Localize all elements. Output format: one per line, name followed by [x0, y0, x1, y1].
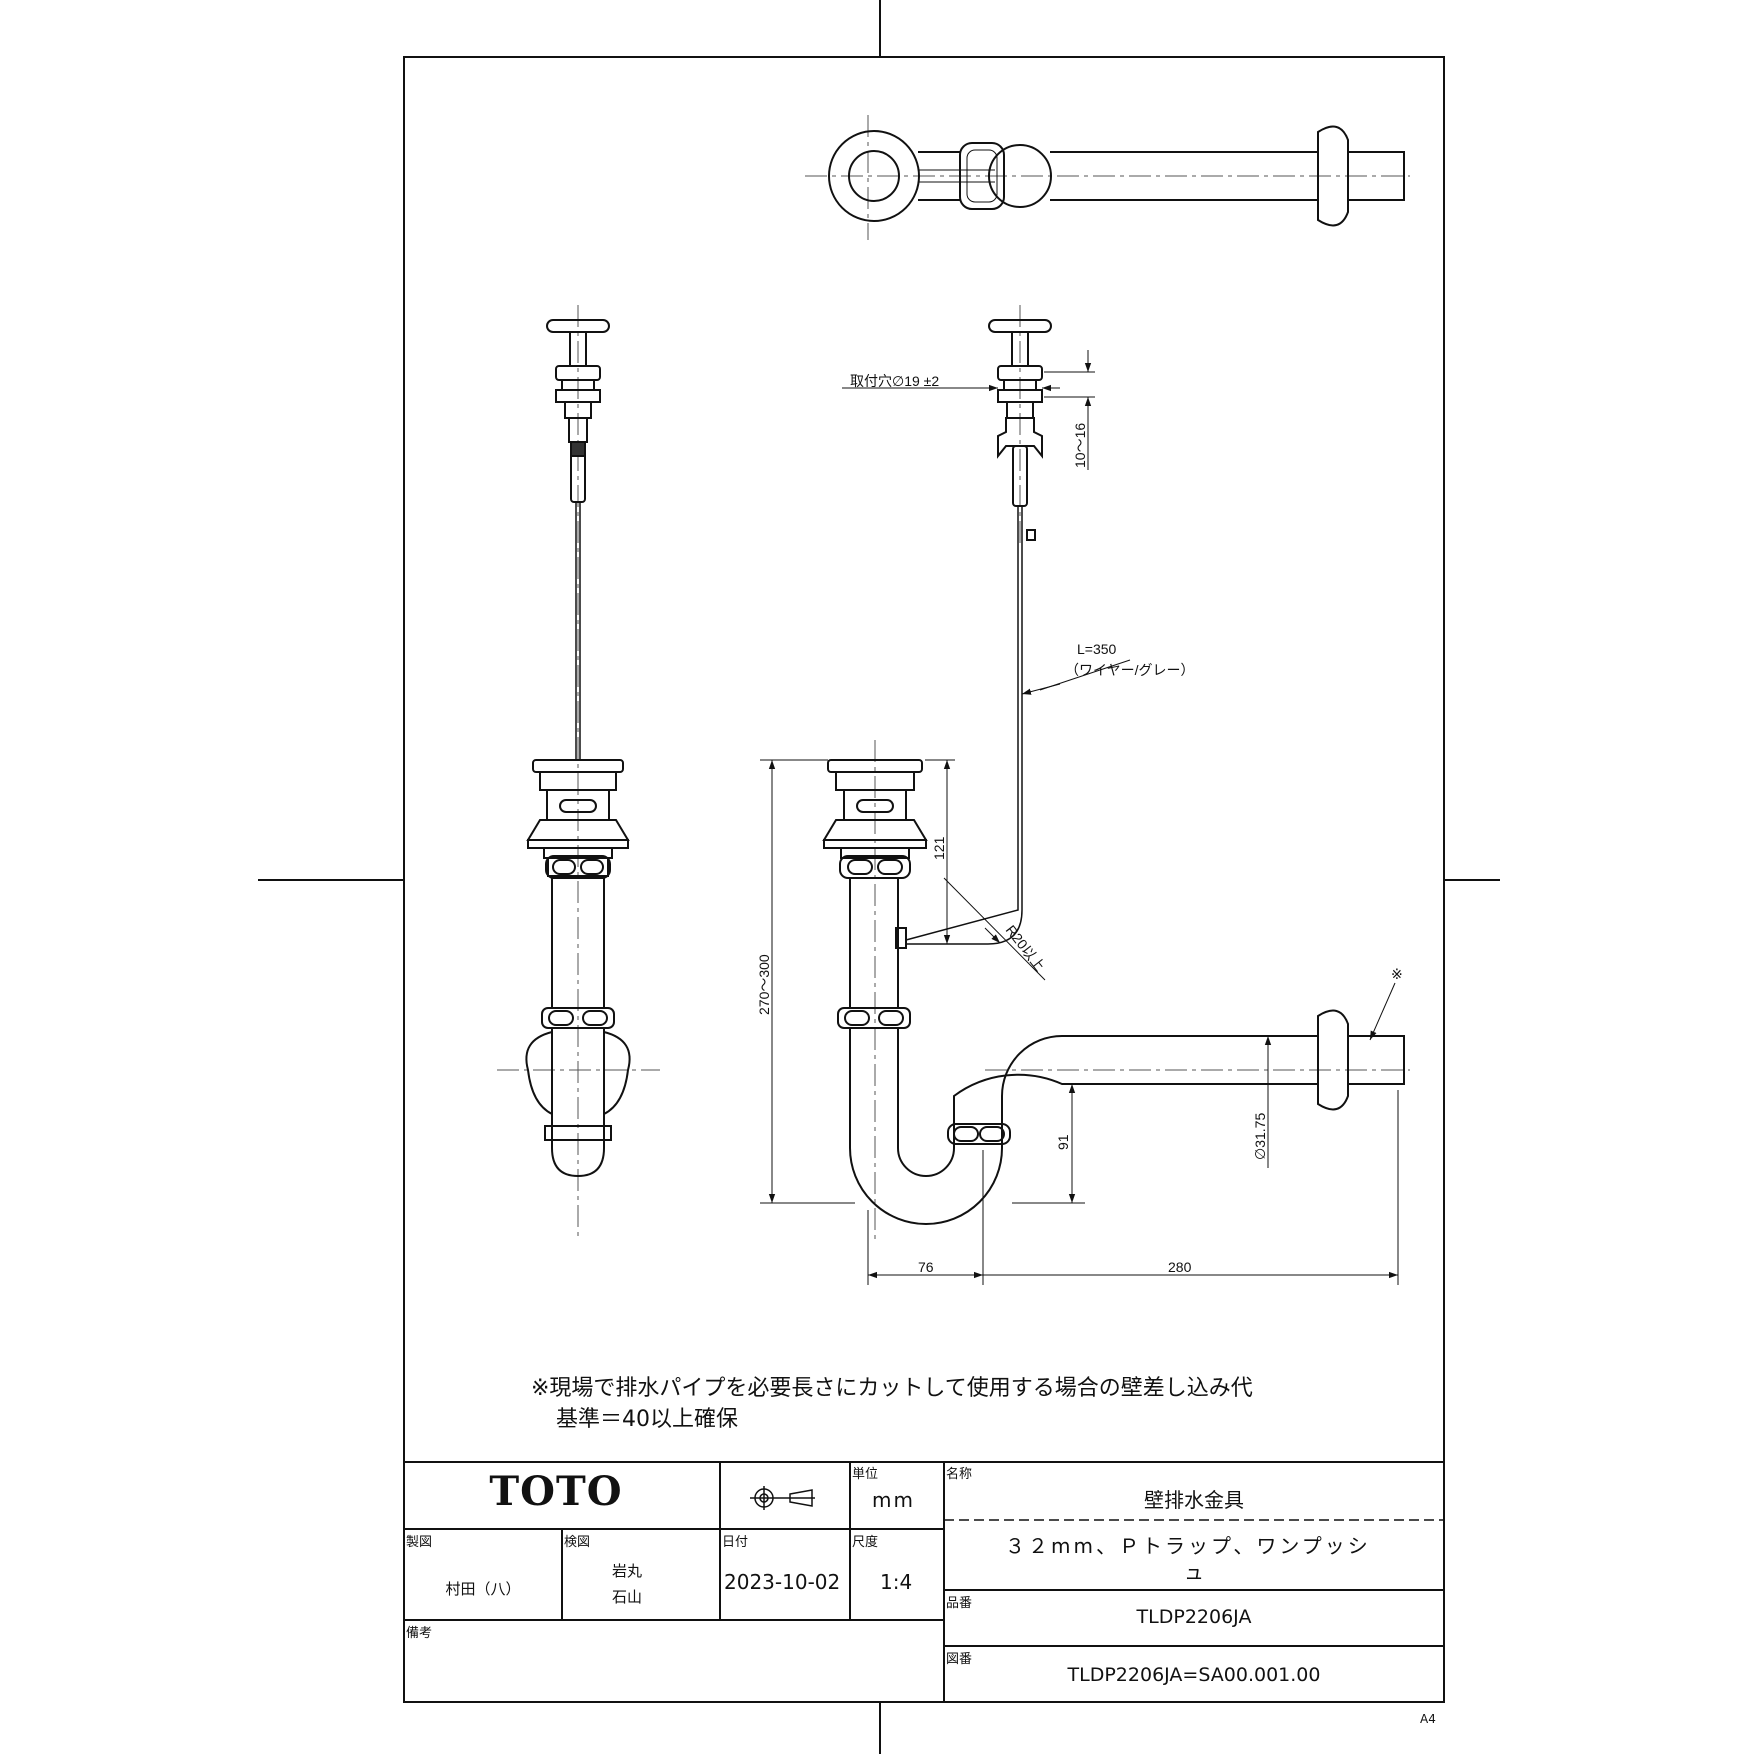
product-name: 壁排水金具 — [1144, 1488, 1244, 1512]
projection-symbol-icon — [750, 1486, 815, 1510]
paper-size: A4 — [1420, 1712, 1436, 1726]
dim-wire-desc: （ワイヤー/グレー） — [1065, 662, 1194, 678]
dim-pipe-diameter: ∅31.75 — [1252, 1113, 1268, 1160]
dim-offset: 76 — [918, 1259, 934, 1275]
general-note: ※現場で排水パイプを必要長さにカットして使用する場合の壁差し込み代 基準＝40以… — [531, 1373, 1253, 1435]
unit-label: 単位 — [852, 1467, 879, 1482]
scale-value: 1:4 — [880, 1570, 913, 1594]
dim-length: 280 — [1168, 1259, 1192, 1275]
dim-height-range: 270～300 — [756, 954, 772, 1015]
note-line-2: 基準＝40以上確保 — [556, 1407, 738, 1432]
front-view — [822, 319, 1405, 1225]
name-label: 名称 — [946, 1467, 973, 1482]
title-block-lines — [404, 1461, 1444, 1702]
scale-label: 尺度 — [852, 1535, 879, 1550]
checked-label: 検図 — [564, 1535, 591, 1550]
dim-mounting-hole: 取付穴∅19 ±2 — [850, 373, 939, 389]
dimension-lines — [760, 350, 1399, 1285]
note-line-1: ※現場で排水パイプを必要長さにカットして使用する場合の壁差し込み代 — [531, 1376, 1253, 1401]
unit-value: mm — [872, 1488, 915, 1512]
dim-trap-depth: 91 — [1055, 1134, 1071, 1150]
dim-thickness: 10～16 — [1072, 423, 1088, 468]
description-line-2: ュ — [1184, 1560, 1204, 1584]
checked-by-1: 岩丸 — [612, 1562, 643, 1580]
drawing-number: TLDP2206JA=SA00.001.00 — [1067, 1664, 1321, 1686]
date-label: 日付 — [722, 1535, 749, 1550]
description-line-1: ３２mm、Ｐトラップ、ワンプッシ — [1005, 1534, 1371, 1558]
checked-by-2: 石山 — [612, 1588, 643, 1606]
part-number-label: 品番 — [946, 1596, 973, 1611]
dim-bend-radius: R20以上 — [1003, 922, 1049, 974]
date-value: 2023-10-02 — [724, 1570, 841, 1594]
part-number: TLDP2206JA — [1136, 1606, 1252, 1628]
side-view — [525, 319, 631, 1178]
drawn-by: 村田（八） — [445, 1580, 521, 1598]
top-view — [828, 125, 1405, 227]
drawing-number-label: 図番 — [946, 1652, 973, 1667]
sheet-frame — [258, 0, 1500, 1754]
drawn-label: 製図 — [406, 1535, 433, 1550]
centerlines — [497, 115, 1410, 1240]
dim-upper-height: 121 — [931, 836, 947, 860]
dim-mark: ※ — [1391, 966, 1403, 982]
remarks-label: 備考 — [406, 1626, 433, 1641]
dim-wire-length: L=350 — [1077, 641, 1117, 657]
brand-logo: TOTO — [489, 1468, 623, 1515]
dimension-labels: 取付穴∅19 ±2 10～16 L=350 （ワイヤー/グレー） 270～300… — [756, 373, 1403, 1275]
